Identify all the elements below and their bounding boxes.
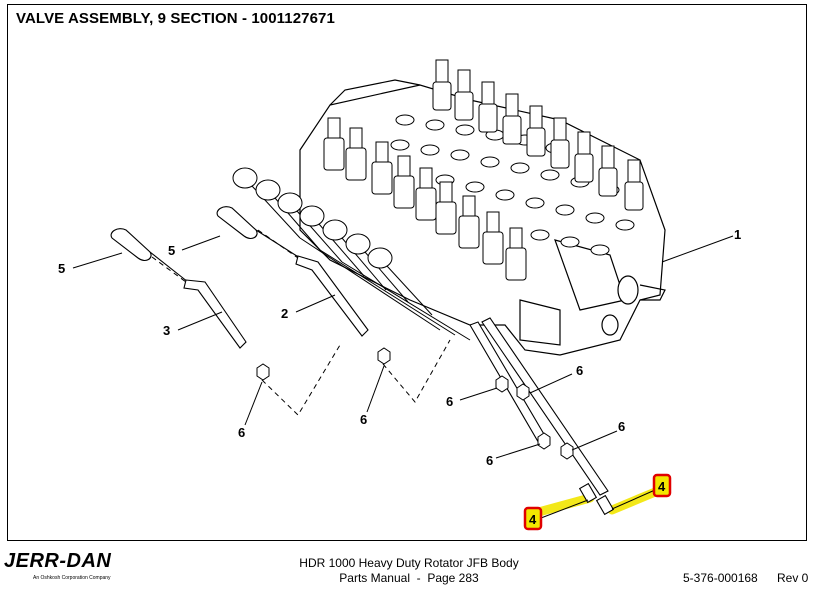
extension-rods [469,317,615,516]
callout-6-f: 6 [618,419,625,434]
callout-3: 3 [163,323,170,338]
callout-4-left: 4 [529,512,537,527]
callout-5-right: 5 [168,243,175,258]
dashed-assembly-lines [151,229,451,416]
solenoids-top [432,59,644,211]
drawing-frame [7,4,807,541]
page-title: VALVE ASSEMBLY, 9 SECTION - 1001127671 [16,10,335,27]
callout-6-b: 6 [360,412,367,427]
brand-tagline: An Oshkosh Corporation Company [33,575,111,581]
callout-4-right: 4 [658,479,666,494]
solenoids-front [323,117,527,281]
callout-2: 2 [281,306,288,321]
callout-6-e: 6 [486,453,493,468]
lever-handle-left [110,228,247,349]
jerr-dan-logo: JERR-DAN An Oshkosh Corporation Company [4,550,112,581]
callout-6-d: 6 [576,363,583,378]
page-info: Parts Manual - Page 283 [339,571,479,585]
manual-title: HDR 1000 Heavy Duty Rotator JFB Body [299,556,519,570]
callout-5-left: 5 [58,261,65,276]
callout-1: 1 [734,227,741,242]
leader-lines [72,235,734,519]
revision-label: Rev 0 [777,571,809,585]
document-number: 5-376-000168 [683,571,758,585]
callout-6-c: 6 [446,394,453,409]
highlight-boxes [523,473,672,531]
lever-spools [232,167,471,341]
callout-labels: 1 2 3 4 4 5 5 6 6 6 6 6 6 [58,227,741,527]
callout-6-a: 6 [238,425,245,440]
valve-assembly-drawing: 1 2 3 4 4 5 5 6 6 6 6 6 6 [58,59,741,531]
valve-body [299,79,666,356]
highlight-marks [530,485,665,518]
brand-name: JERR-DAN [4,550,112,572]
